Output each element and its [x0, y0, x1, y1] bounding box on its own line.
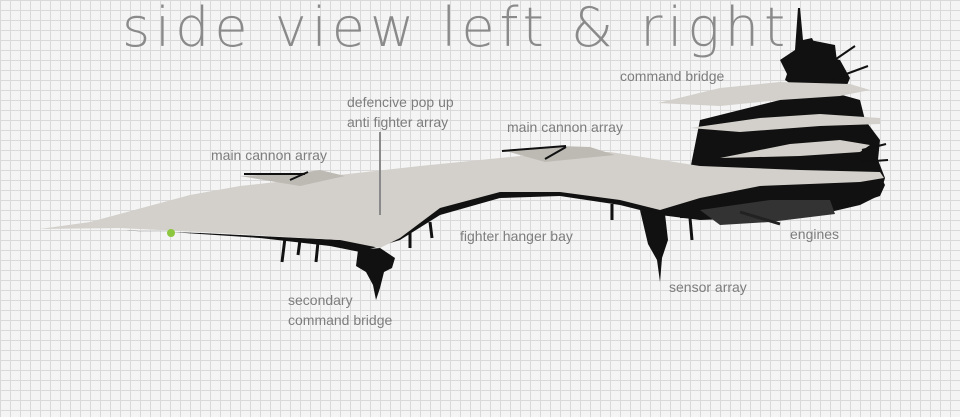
- bridge-antennae: [819, 45, 889, 163]
- label-defence-array: defencive pop up anti fighter array: [347, 92, 454, 132]
- lower-deck-plate: [720, 140, 870, 158]
- label-main-cannon-right: main cannon array: [507, 119, 623, 135]
- upper-deck-plate: [658, 82, 870, 106]
- diagram-title: side view left & right: [122, 0, 791, 59]
- label-secondary-line1: secondary: [288, 292, 353, 308]
- label-secondary-line2: command bridge: [288, 312, 393, 328]
- label-fighter-hanger-bay: fighter hanger bay: [460, 228, 573, 244]
- label-sensor-array: sensor array: [669, 279, 747, 295]
- green-marker: [167, 229, 175, 237]
- mid-deck-plate: [690, 114, 880, 132]
- label-defence-line1: defencive pop up: [347, 94, 454, 110]
- underside-antennae: [280, 204, 694, 263]
- label-defence-line2: anti fighter array: [347, 114, 449, 130]
- main-cannon-right: [502, 146, 615, 162]
- command-bridge-tower: [785, 8, 850, 92]
- label-engines: engines: [790, 226, 840, 242]
- sensor-array: [640, 210, 668, 282]
- label-command-bridge: command bridge: [620, 68, 725, 84]
- engine-nacelle: [700, 200, 835, 225]
- secondary-command-bridge: [356, 248, 395, 300]
- main-hull: [40, 152, 884, 248]
- label-secondary-bridge: secondary command bridge: [288, 290, 392, 330]
- label-main-cannon-left: main cannon array: [211, 147, 327, 163]
